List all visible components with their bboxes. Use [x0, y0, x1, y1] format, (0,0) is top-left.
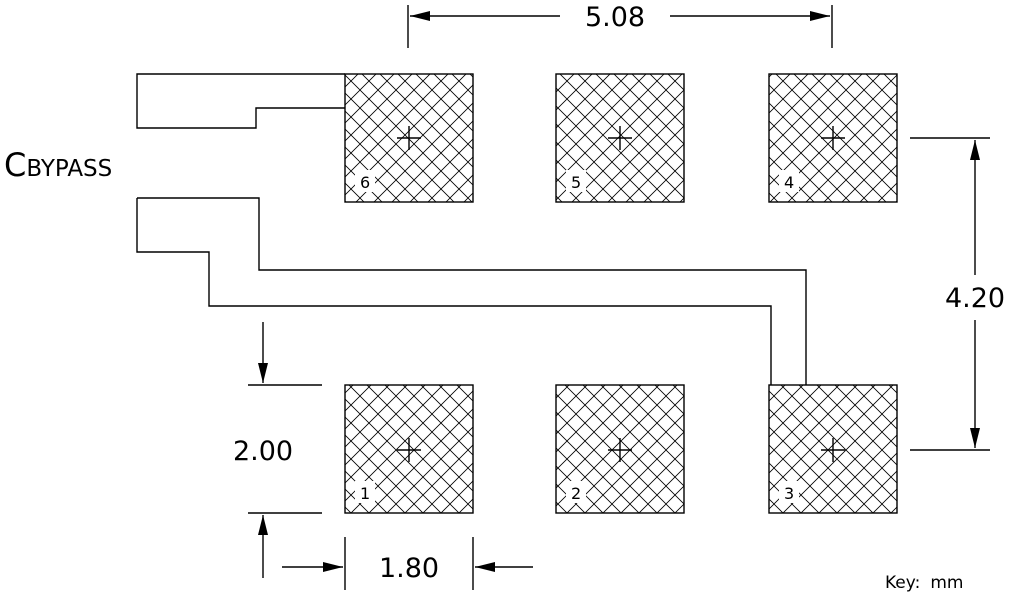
- pad-number: 6: [360, 173, 370, 192]
- traces: [136, 73, 807, 385]
- component-label-suffix: BYPASS: [26, 156, 112, 182]
- key-unit: mm: [930, 573, 963, 593]
- dimension-label-pitch-horizontal: 5.08: [585, 2, 645, 33]
- component-label: CBYPASS: [4, 146, 112, 184]
- trace-top: [136, 73, 345, 129]
- dimension-pitch-vertical: 4.20: [910, 137, 1005, 451]
- pad-5: 5: [555, 73, 685, 203]
- component-label-prefix: C: [4, 146, 26, 184]
- trace-bottom-lower-edge: [136, 198, 772, 385]
- pad-number: 1: [360, 484, 370, 503]
- pad-1: 1: [344, 384, 474, 514]
- dimension-label-pad-width: 1.80: [379, 553, 439, 584]
- dimension-pitch-horizontal: 5.08: [407, 2, 833, 48]
- dimension-label-pitch-vertical: 4.20: [945, 283, 1005, 314]
- pad-3: 3: [768, 384, 898, 514]
- pad-2: 2: [555, 384, 685, 514]
- key-label: Key:: [885, 573, 920, 593]
- dimension-pad-height: 2.00: [233, 322, 322, 578]
- pad-number: 5: [571, 173, 581, 192]
- pad-number: 2: [571, 484, 581, 503]
- pads: 6 5 4 1 2: [344, 73, 898, 514]
- pad-4: 4: [768, 73, 898, 203]
- dimension-label-pad-height: 2.00: [233, 436, 293, 467]
- key-legend: Key: mm: [885, 573, 963, 593]
- trace-bottom-upper-edge: [137, 197, 807, 385]
- pad-number: 3: [784, 484, 794, 503]
- pad-6: 6: [344, 73, 474, 203]
- dimension-pad-width: 1.80: [282, 537, 533, 590]
- pad-number: 4: [784, 173, 794, 192]
